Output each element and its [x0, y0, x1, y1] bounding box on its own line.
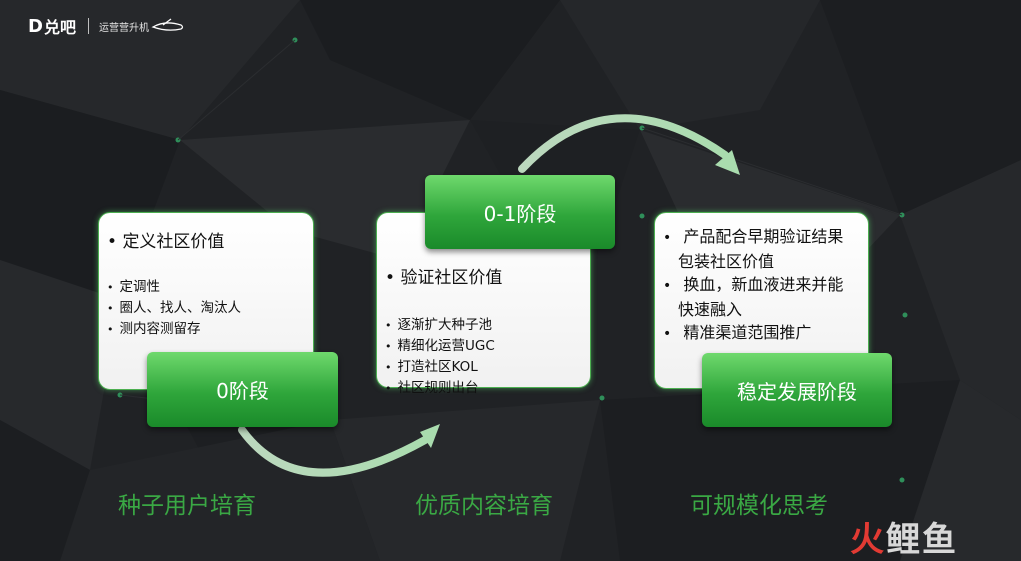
list-item: 产品配合早期验证结果 包装社区价值	[663, 225, 843, 273]
arrow-stage1-to-stage2	[238, 424, 440, 477]
list-item: 打造社区KOL	[385, 357, 495, 378]
stage2-heading-text: 验证社区价值	[400, 268, 503, 288]
list-item: 换血，新血液进来并能 快速融入	[663, 273, 843, 321]
list-item-line: 包装社区价值	[678, 252, 775, 271]
list-item: 精细化运营UGC	[385, 336, 495, 357]
list-item: 定调性	[107, 277, 241, 298]
stage1-list: 定调性 圈人、找人、淘汰人 测内容测留存	[107, 277, 242, 340]
list-item-line: 换血，新血液进来并能	[683, 275, 844, 294]
stage2-heading: • 验证社区价值	[385, 268, 503, 288]
watermark-brand-part2: 鲤鱼	[886, 520, 958, 560]
logo-mark: D	[28, 15, 43, 37]
phase-title-1: 种子用户培育	[118, 493, 256, 519]
stage2-label: 0-1阶段	[425, 175, 615, 249]
logo-name: 兑吧	[43, 18, 76, 37]
list-item: 逐渐扩大种子池	[385, 315, 495, 336]
list-item: 圈人、找人、淘汰人	[107, 298, 242, 319]
stage3-label: 稳定发展阶段	[702, 353, 892, 427]
plane-icon	[151, 18, 184, 31]
stage1-heading-text: 定义社区价值	[122, 232, 225, 252]
watermark-brand: 火鲤鱼	[850, 512, 958, 561]
list-item: 社区规则出台	[385, 378, 495, 399]
phase-title-2: 优质内容培育	[415, 493, 553, 519]
watermark-brand-part1: 火	[850, 520, 886, 560]
list-item-line: 产品配合早期验证结果	[683, 227, 844, 246]
list-item: 测内容测留存	[107, 319, 241, 340]
logo-divider	[87, 18, 89, 34]
stage2-list: 逐渐扩大种子池 精细化运营UGC 打造社区KOL 社区规则出台	[385, 315, 495, 399]
stage1-label: 0阶段	[147, 352, 338, 427]
list-item-line: 精准渠道范围推广	[683, 323, 812, 342]
list-item: 精准渠道范围推广	[663, 321, 843, 346]
list-item-line: 快速融入	[678, 300, 743, 319]
logo-subtitle: 运营营升机	[98, 22, 149, 34]
stage1-heading: • 定义社区价值	[107, 232, 225, 252]
phase-title-3: 可规模化思考	[690, 493, 828, 519]
arrow-stage2-to-stage3	[518, 114, 740, 175]
brand-logo: D 兑吧 运营营升机	[28, 13, 185, 39]
stage3-list: 产品配合早期验证结果 包装社区价值 换血，新血液进来并能 快速融入 精准渠道范围…	[663, 225, 843, 346]
